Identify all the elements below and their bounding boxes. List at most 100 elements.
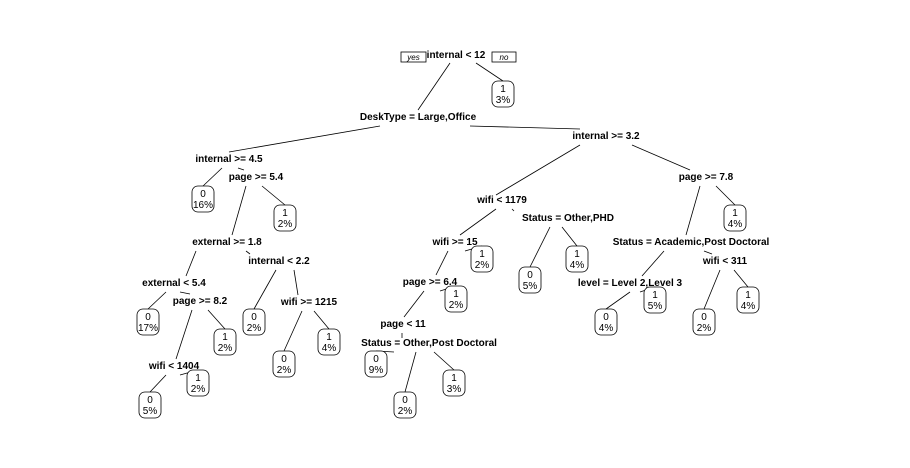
leaf-box bbox=[191, 185, 215, 213]
split-label: page >= 5.4 bbox=[229, 172, 284, 183]
leaf-percentage: 4% bbox=[741, 301, 756, 312]
leaf-class: 1 bbox=[479, 249, 485, 260]
tree-edge bbox=[703, 269, 721, 310]
split-label: Status = Other,PHD bbox=[522, 213, 614, 224]
leaf-class: 0 bbox=[145, 312, 151, 323]
leaf-node: 04% bbox=[594, 308, 618, 336]
leaf-class: 1 bbox=[326, 332, 332, 343]
leaf-node: 016% bbox=[191, 185, 215, 213]
tree-edge bbox=[715, 185, 736, 206]
tree-edge bbox=[404, 351, 417, 393]
tree-edge bbox=[313, 310, 330, 330]
split-label: internal >= 4.5 bbox=[195, 154, 263, 165]
no-tag: no bbox=[491, 51, 517, 63]
leaf-percentage: 2% bbox=[697, 323, 712, 334]
tree-edge bbox=[149, 374, 167, 393]
leaf-percentage: 17% bbox=[138, 323, 158, 334]
leaf-node: 12% bbox=[470, 245, 494, 273]
leaf-box bbox=[723, 204, 747, 232]
leaf-class: 0 bbox=[701, 312, 707, 323]
leaf-box bbox=[736, 286, 760, 314]
leaf-node: 12% bbox=[444, 285, 468, 313]
split-label: page < 11 bbox=[380, 319, 426, 330]
leaf-box bbox=[213, 328, 237, 356]
split-label: internal < 12 bbox=[427, 50, 486, 61]
leaf-node: 14% bbox=[565, 245, 589, 273]
leaf-class: 0 bbox=[147, 395, 153, 406]
split-label: level = Level 2,Level 3 bbox=[578, 278, 683, 289]
split-label: external < 5.4 bbox=[142, 278, 206, 289]
tree-edge bbox=[179, 291, 191, 295]
leaf-class: 1 bbox=[745, 290, 751, 301]
leaf-node: 02% bbox=[393, 391, 417, 419]
leaf-node: 12% bbox=[213, 328, 237, 356]
split-label: Status = Other,Post Doctoral bbox=[361, 338, 497, 349]
leaf-box bbox=[643, 286, 667, 314]
split-label: wifi < 311 bbox=[702, 256, 748, 267]
leaf-node: 02% bbox=[272, 350, 296, 378]
leaf-node: 02% bbox=[242, 308, 266, 336]
leaf-class: 0 bbox=[251, 312, 257, 323]
leaf-node: 05% bbox=[518, 266, 542, 294]
leaf-box bbox=[273, 204, 297, 232]
tree-edge bbox=[529, 226, 551, 268]
leaf-percentage: 3% bbox=[447, 384, 462, 395]
tree-edge bbox=[495, 144, 581, 196]
leaf-box bbox=[393, 391, 417, 419]
split-label: Status = Academic,Post Doctoral bbox=[613, 237, 770, 248]
leaf-percentage: 16% bbox=[193, 200, 213, 211]
tree-edge bbox=[185, 250, 197, 277]
leaf-percentage: 5% bbox=[523, 281, 538, 292]
tree-edge bbox=[417, 62, 451, 111]
leaf-percentage: 5% bbox=[143, 406, 158, 417]
leaf-percentage: 2% bbox=[449, 300, 464, 311]
leaf-class: 0 bbox=[200, 189, 206, 200]
tree-edge bbox=[469, 125, 581, 130]
leaf-box bbox=[518, 266, 542, 294]
leaf-node: 12% bbox=[186, 369, 210, 397]
tree-edge bbox=[245, 250, 251, 255]
split-label: page >= 6.4 bbox=[403, 277, 458, 288]
split-label: DeskType = Large,Office bbox=[360, 112, 477, 123]
tree-edge bbox=[231, 185, 247, 236]
leaf-box bbox=[136, 308, 160, 336]
leaf-percentage: 2% bbox=[398, 406, 413, 417]
leaf-node: 09% bbox=[364, 350, 388, 378]
tree-edge bbox=[605, 291, 631, 310]
leaf-class: 1 bbox=[222, 332, 228, 343]
leaf-node: 12% bbox=[273, 204, 297, 232]
tree-edge bbox=[207, 309, 226, 330]
leaf-class: 1 bbox=[195, 373, 201, 384]
no-tag-text: no bbox=[500, 53, 509, 62]
tree-edge bbox=[261, 185, 286, 206]
leaf-percentage: 4% bbox=[728, 219, 743, 230]
split-label: wifi < 1179 bbox=[476, 195, 527, 206]
leaf-percentage: 2% bbox=[277, 365, 292, 376]
split-label: page >= 7.8 bbox=[679, 172, 734, 183]
leaf-percentage: 4% bbox=[599, 323, 614, 334]
tree-edge bbox=[147, 291, 167, 310]
leaf-class: 1 bbox=[732, 208, 738, 219]
tree-edge bbox=[641, 250, 665, 277]
leaf-box bbox=[594, 308, 618, 336]
leaf-class: 1 bbox=[500, 84, 506, 95]
split-label: wifi >= 15 bbox=[431, 237, 477, 248]
leaf-node: 13% bbox=[491, 80, 515, 108]
tree-edge bbox=[253, 269, 277, 310]
leaf-percentage: 9% bbox=[369, 365, 384, 376]
leaf-class: 1 bbox=[451, 373, 457, 384]
leaf-class: 0 bbox=[373, 354, 379, 365]
tree-edge bbox=[475, 62, 504, 82]
leaf-node: 13% bbox=[442, 369, 466, 397]
leaf-node: 14% bbox=[736, 286, 760, 314]
leaf-box bbox=[692, 308, 716, 336]
leaf-percentage: 5% bbox=[648, 301, 663, 312]
tree-edge bbox=[511, 208, 515, 212]
leaf-box bbox=[272, 350, 296, 378]
leaf-percentage: 3% bbox=[496, 95, 511, 106]
split-label: internal >= 3.2 bbox=[572, 131, 640, 142]
leaf-box bbox=[470, 245, 494, 273]
leaf-node: 14% bbox=[317, 328, 341, 356]
leaf-percentage: 2% bbox=[191, 384, 206, 395]
leaf-class: 1 bbox=[652, 290, 658, 301]
